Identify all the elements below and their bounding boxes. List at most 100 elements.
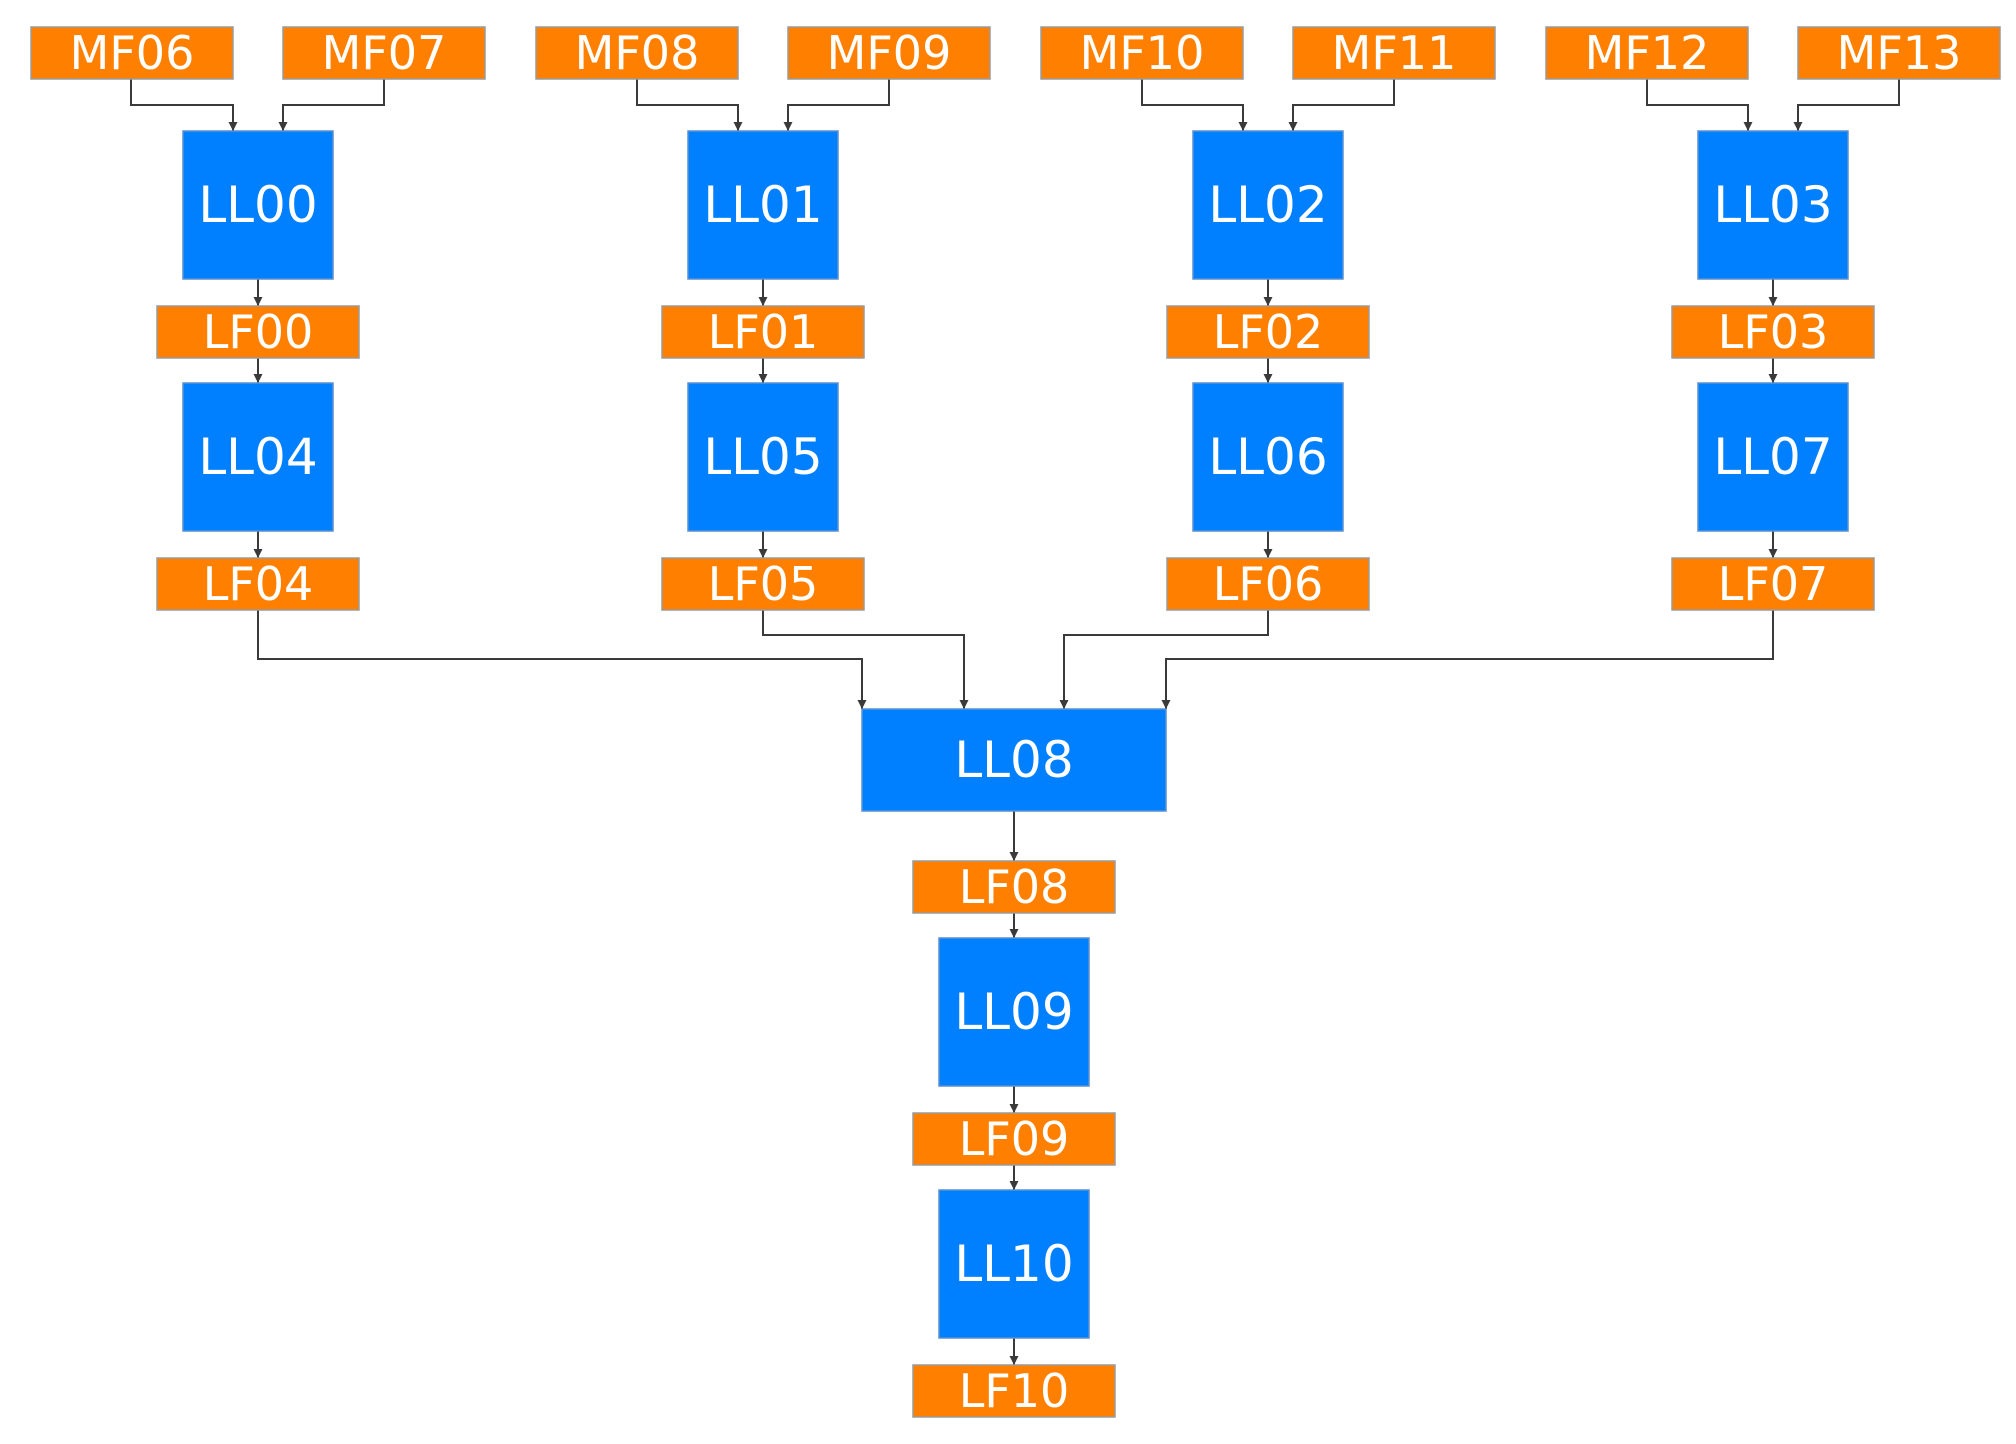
flow-box — [1545, 26, 1749, 80]
process-box — [687, 382, 839, 532]
arrowhead-icon — [783, 122, 793, 131]
node-label: MF11 — [1332, 26, 1457, 80]
node-mf12: MF12 — [1545, 26, 1749, 80]
process-box — [938, 1189, 1090, 1339]
node-label: LF02 — [1213, 305, 1324, 359]
node-ll02: LL02 — [1192, 130, 1344, 280]
connector-mf12-ll03 — [1646, 79, 1753, 131]
node-mf09: MF09 — [787, 26, 991, 80]
node-ll09: LL09 — [938, 937, 1090, 1087]
node-label: LF04 — [203, 557, 314, 611]
node-mf07: MF07 — [282, 26, 486, 80]
node-lf04: LF04 — [156, 557, 360, 611]
connector-ll04-lf04 — [253, 531, 263, 558]
node-lf10: LF10 — [912, 1364, 1116, 1418]
node-mf10: MF10 — [1040, 26, 1244, 80]
node-label: LL04 — [198, 428, 317, 486]
flow-box — [912, 1364, 1116, 1418]
node-label: MF13 — [1837, 26, 1962, 80]
connector-lf09-ll10 — [1009, 1165, 1019, 1190]
connector-mf13-ll03 — [1793, 79, 1900, 131]
flow-box — [1292, 26, 1496, 80]
connector-mf07-ll00 — [278, 79, 385, 131]
connector-lf05-ll08 — [762, 610, 969, 709]
process-box — [1697, 382, 1849, 532]
process-box — [938, 937, 1090, 1087]
arrowhead-icon — [253, 374, 263, 383]
node-lf07: LF07 — [1671, 557, 1875, 611]
node-label: MF09 — [827, 26, 952, 80]
node-lf03: LF03 — [1671, 305, 1875, 359]
process-box — [1192, 130, 1344, 280]
connector-line — [1292, 79, 1395, 131]
node-label: LF10 — [959, 1364, 1070, 1418]
arrowhead-icon — [1288, 122, 1298, 131]
connector-mf09-ll01 — [783, 79, 890, 131]
connector-lf06-ll08 — [1059, 610, 1269, 709]
flow-box — [912, 860, 1116, 914]
node-lf09: LF09 — [912, 1112, 1116, 1166]
connectors-layer — [130, 79, 1900, 1365]
process-box — [687, 130, 839, 280]
connector-line — [636, 79, 739, 131]
connector-line — [257, 610, 863, 709]
node-lf05: LF05 — [661, 557, 865, 611]
process-box — [1192, 382, 1344, 532]
connector-lf08-ll09 — [1009, 913, 1019, 938]
arrowhead-icon — [1059, 700, 1069, 709]
arrowhead-icon — [758, 297, 768, 306]
connector-ll08-lf08 — [1009, 811, 1019, 861]
flow-box — [1040, 26, 1244, 80]
flow-box — [535, 26, 739, 80]
node-label: MF10 — [1080, 26, 1205, 80]
node-ll00: LL00 — [182, 130, 334, 280]
node-label: LF09 — [959, 1112, 1070, 1166]
node-label: LL10 — [954, 1235, 1073, 1293]
arrowhead-icon — [959, 700, 969, 709]
node-ll03: LL03 — [1697, 130, 1849, 280]
connector-ll10-lf10 — [1009, 1338, 1019, 1365]
connector-line — [787, 79, 890, 131]
node-label: LL09 — [954, 983, 1073, 1041]
node-label: LF01 — [708, 305, 819, 359]
node-mf08: MF08 — [535, 26, 739, 80]
arrowhead-icon — [253, 297, 263, 306]
connector-ll00-lf00 — [253, 279, 263, 306]
arrowhead-icon — [758, 374, 768, 383]
flow-box — [156, 557, 360, 611]
node-label: LF07 — [1718, 557, 1829, 611]
flow-box — [30, 26, 234, 80]
connector-lf03-ll07 — [1768, 358, 1778, 383]
connector-line — [1141, 79, 1244, 131]
flow-box — [282, 26, 486, 80]
node-label: LL01 — [703, 176, 822, 234]
arrowhead-icon — [1263, 297, 1273, 306]
node-mf11: MF11 — [1292, 26, 1496, 80]
node-ll04: LL04 — [182, 382, 334, 532]
connector-lf04-ll08 — [257, 610, 867, 709]
node-ll10: LL10 — [938, 1189, 1090, 1339]
arrowhead-icon — [1009, 1104, 1019, 1113]
arrowhead-icon — [1263, 374, 1273, 383]
arrowhead-icon — [857, 700, 867, 709]
node-label: LF08 — [959, 860, 1070, 914]
connector-ll06-lf06 — [1263, 531, 1273, 558]
connector-ll07-lf07 — [1768, 531, 1778, 558]
node-label: LF06 — [1213, 557, 1324, 611]
flow-box — [1797, 26, 2001, 80]
connector-mf08-ll01 — [636, 79, 743, 131]
node-label: LL08 — [954, 731, 1073, 789]
node-label: LF03 — [1718, 305, 1829, 359]
flow-box — [1166, 557, 1370, 611]
connector-ll01-lf01 — [758, 279, 768, 306]
node-ll06: LL06 — [1192, 382, 1344, 532]
connector-ll02-lf02 — [1263, 279, 1273, 306]
connector-line — [1646, 79, 1749, 131]
connector-mf06-ll00 — [130, 79, 238, 131]
connector-line — [1797, 79, 1900, 131]
process-box — [182, 382, 334, 532]
flow-box — [1166, 305, 1370, 359]
node-label: LL02 — [1208, 176, 1327, 234]
node-lf06: LF06 — [1166, 557, 1370, 611]
connector-line — [1165, 610, 1774, 709]
